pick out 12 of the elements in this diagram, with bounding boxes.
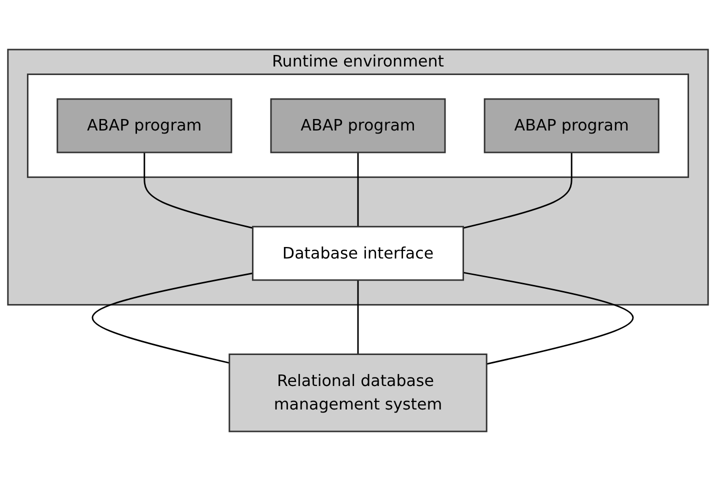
- connector: [357, 152, 359, 227]
- connector: [463, 272, 634, 365]
- node-box: Relational database management system: [228, 354, 488, 432]
- connector: [463, 152, 572, 229]
- node-box: ABAP program: [56, 98, 232, 154]
- connector: [144, 152, 253, 229]
- connector: [357, 280, 359, 354]
- node-box: ABAP program: [484, 98, 660, 154]
- node-box: Database interface: [252, 226, 464, 281]
- node-box: ABAP program: [270, 98, 446, 154]
- connector: [92, 272, 253, 364]
- cluster: [26, 74, 690, 178]
